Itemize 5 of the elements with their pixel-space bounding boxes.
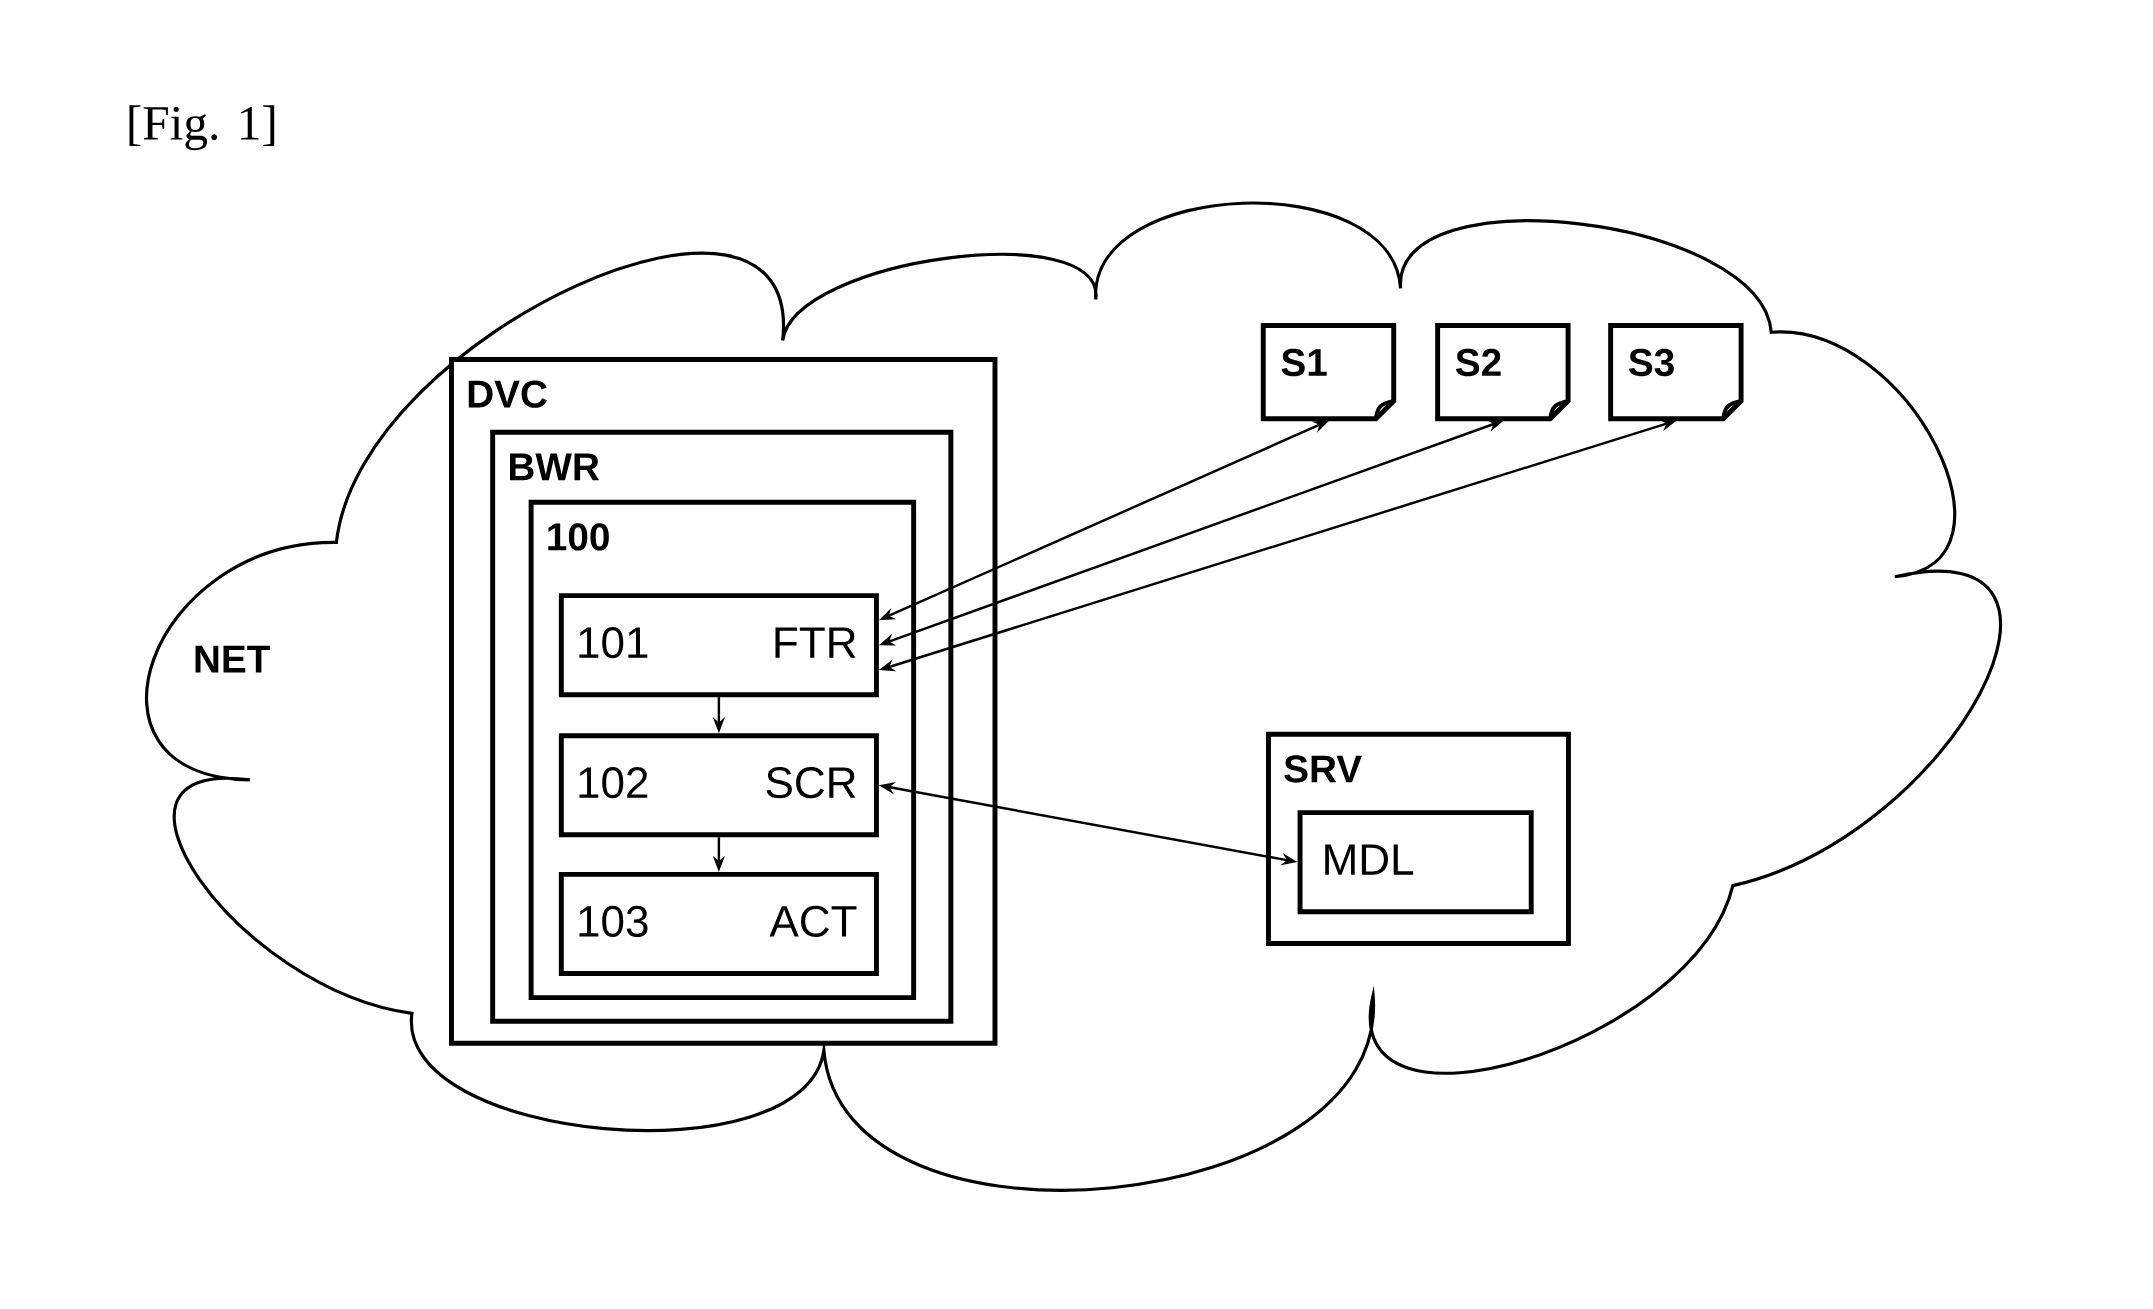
process-box: 101 FTR: [558, 593, 879, 698]
process-box: 103 ACT: [558, 872, 879, 977]
process-box: 102 SCR: [558, 733, 879, 838]
figure-label: [Fig. 1]: [129, 105, 275, 151]
process-box: MDL: [1297, 810, 1534, 915]
